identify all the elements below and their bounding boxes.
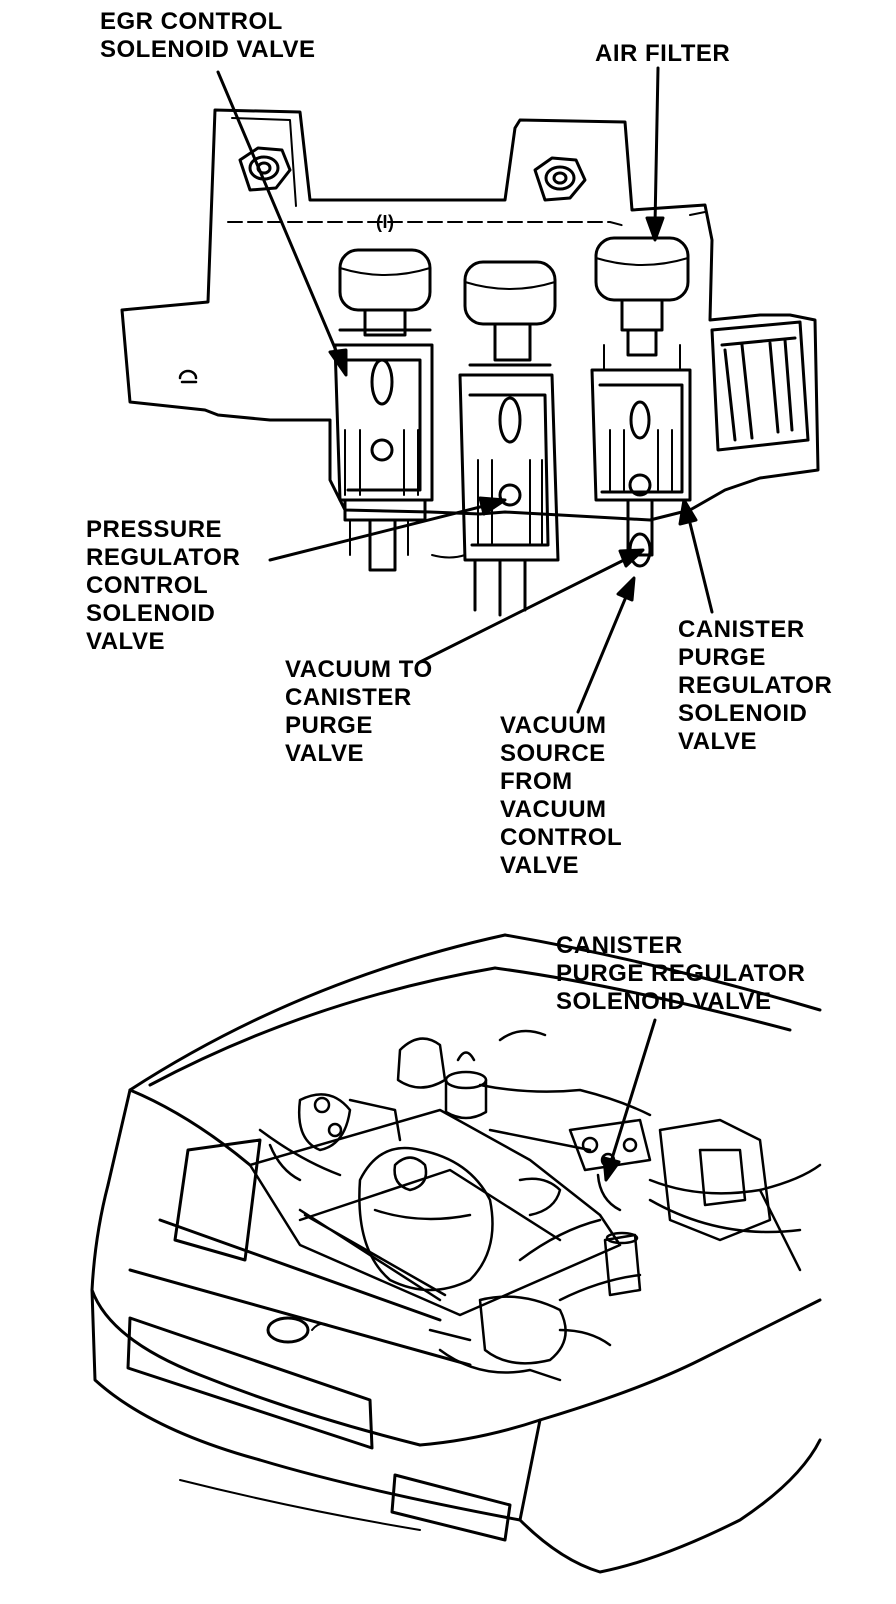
egr-control-solenoid-valve <box>333 248 434 572</box>
label-bottom-canister-purge-regulator-solenoid-valve: CANISTER PURGE REGULATOR SOLENOID VALVE <box>556 932 806 1015</box>
bracket-nut-right <box>533 156 587 202</box>
bracket-connector <box>710 320 810 452</box>
leader-arrows-top <box>216 66 714 714</box>
label-pressure-regulator-control-solenoid-valve: PRESSURE REGULATOR CONTROL SOLENOID VALV… <box>86 516 241 655</box>
label-vacuum-to-canister-purge-valve: VACUUM TO CANISTER PURGE VALVE <box>285 656 433 767</box>
car-body <box>90 933 822 1574</box>
bracket-hole <box>178 369 198 384</box>
label-vacuum-source-from-vacuum-control-valve: VACUUM SOURCE FROM VACUUM CONTROL VALVE <box>500 712 623 879</box>
pressure-regulator-control-solenoid-valve <box>431 260 560 617</box>
mounting-bracket <box>120 108 820 522</box>
label-canister-purge-regulator-solenoid-valve: CANISTER PURGE REGULATOR SOLENOID VALVE <box>678 616 833 755</box>
canister-purge-regulator-solenoid-valve <box>590 236 692 568</box>
label-air-filter: AIR FILTER <box>595 40 731 67</box>
engine-bay-components <box>248 1029 822 1382</box>
label-egr-control-solenoid-valve: EGR CONTROL SOLENOID VALVE <box>100 8 316 63</box>
bracket-mark: (I) <box>376 212 395 232</box>
leader-arrow-bottom <box>602 1018 657 1182</box>
